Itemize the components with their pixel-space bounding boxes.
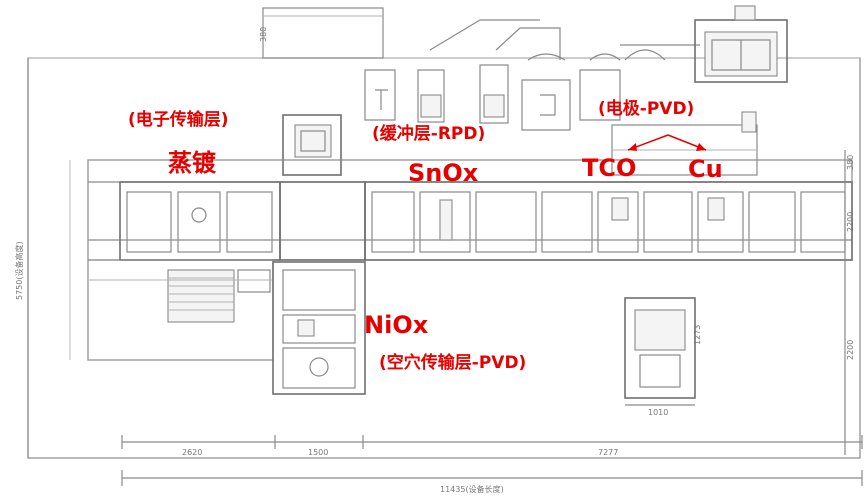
htl-note-label: (空穴传输层-PVD) [379, 353, 527, 373]
etl-note-label: (电子传输层) [128, 110, 229, 130]
electrode-note-label: (电极-PVD) [598, 99, 695, 119]
chambers-left [126, 191, 273, 253]
etl-process-label: 蒸镀 [168, 149, 216, 177]
electrode-arrows [627, 134, 707, 151]
dim-sub-height: 1273 [693, 325, 702, 345]
buffer-note-label: (缓冲层-RPD) [372, 124, 486, 144]
dim-height-top: 380 [259, 27, 268, 42]
dim-height-right-2: 2200 [846, 212, 855, 232]
top-right-machine [694, 5, 788, 83]
dim-left-total: 5750(设备高度) [14, 241, 24, 300]
htl-material-label: NiOx [364, 311, 429, 339]
etl-top-unit [282, 114, 342, 176]
dim-width-2: 1500 [308, 448, 328, 457]
left-stairs [167, 269, 271, 323]
top-dimension-box: 380 [259, 7, 384, 59]
dim-width-3: 7277 [598, 448, 618, 457]
dim-height-right-3: 2200 [846, 340, 855, 360]
bottom-dimensions: 2620 1500 7277 11435(设备长度) [121, 435, 863, 494]
right-dimensions: 380 2200 2200 [844, 150, 855, 455]
substrate-loader: 1273 1010 [624, 297, 702, 417]
left-dimensions: 5750(设备高度) [14, 58, 71, 458]
electrode-cu-label: Cu [688, 155, 723, 183]
chambers-right [371, 191, 846, 253]
process-hoods [364, 19, 700, 131]
dim-bottom-total: 11435(设备长度) [440, 484, 504, 494]
electrode-tco-label: TCO [582, 154, 637, 182]
main-line [87, 159, 853, 261]
dim-height-right-1: 380 [846, 155, 855, 170]
dim-width-1: 2620 [182, 448, 202, 457]
buffer-material-label: SnOx [408, 159, 479, 187]
niox-section [272, 261, 366, 395]
dim-sub-width: 1010 [648, 408, 668, 417]
